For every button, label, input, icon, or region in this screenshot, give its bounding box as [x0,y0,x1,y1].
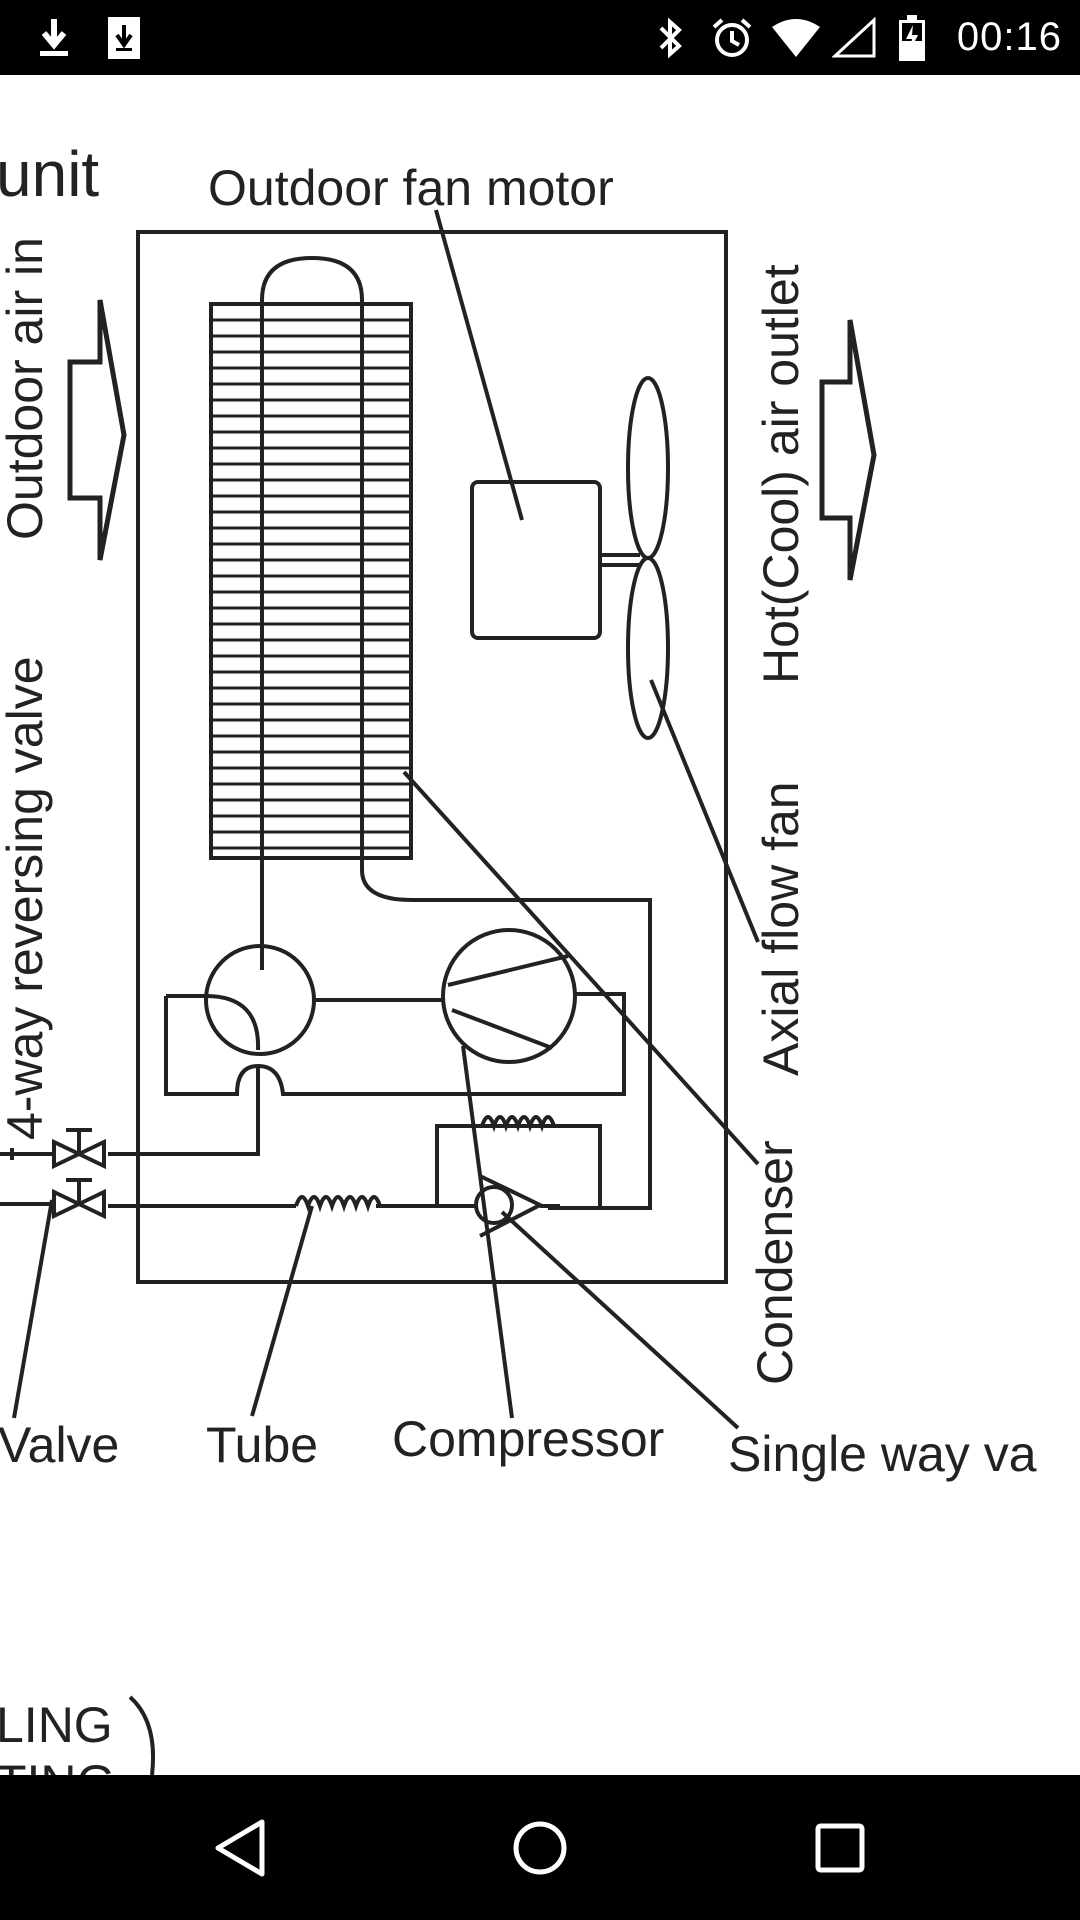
label-outdoor-fan-motor: Outdoor fan motor [208,160,614,216]
status-clock: 00:16 [956,15,1062,59]
recents-icon [815,1823,865,1872]
fan-blade-bottom [626,556,670,740]
refrigeration-diagram: unit Outdoor fan motor Outdoor air in Ho… [0,138,1037,1775]
home-icon [513,1821,567,1874]
home-button[interactable] [460,1775,620,1920]
fan-blade-top [626,376,670,560]
label-outdoor-air-in: Outdoor air in [0,237,53,540]
download-file-icon [100,0,148,75]
label-unit: unit [0,138,99,210]
air-in-arrow [67,299,127,561]
air-outlet-arrow [819,319,877,581]
recents-button[interactable] [760,1775,920,1920]
cell-signal-icon [830,0,880,75]
label-four-way-valve: 4-way reversing valve [0,656,53,1140]
label-hot-cool-air-outlet: Hot(Cool) air outlet [753,264,809,684]
service-valve-top [52,1138,106,1170]
condenser-coil [209,302,413,860]
image-viewer[interactable]: unit Outdoor fan motor Outdoor air in Ho… [0,75,1080,1775]
label-tube: Tube [206,1417,318,1473]
fan-motor-box [470,480,602,640]
label-axial-flow-fan: Axial flow fan [753,781,809,1076]
label-bottom-fragment-1: LING [0,1697,113,1753]
status-bar: 00:16 [0,0,1080,75]
navigation-bar [0,1775,1080,1920]
battery-charging-icon [894,0,930,75]
compressor-symbol [441,928,577,1064]
wifi-icon [768,0,824,75]
label-bottom-fragment-2: TING [0,1755,115,1775]
download-icon [30,0,78,75]
back-button[interactable] [160,1775,320,1920]
bluetooth-icon [650,0,690,75]
label-single-way-valve: Single way va [728,1426,1037,1482]
label-valve: Valve [0,1417,119,1473]
service-valve-bottom [52,1188,106,1220]
alarm-icon [708,0,756,75]
condenser-fins [211,318,411,850]
back-icon [215,1819,265,1876]
label-condenser: Condenser [747,1140,803,1385]
label-compressor: Compressor [392,1411,664,1467]
outdoor-unit-frame [136,230,728,1284]
